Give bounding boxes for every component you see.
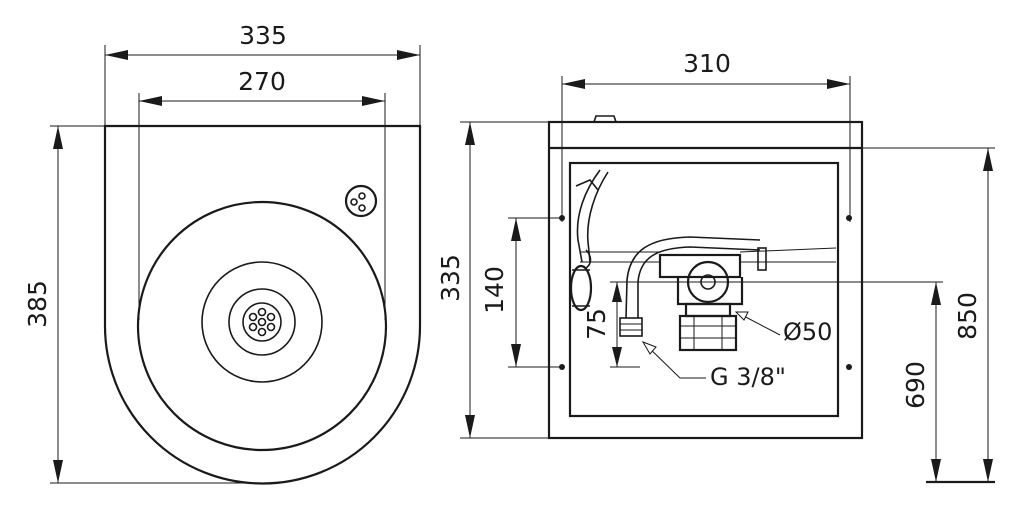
dim-label-top-height: 850 (953, 292, 982, 340)
basin-outline (103, 124, 422, 485)
dim-overall-depth: 385 (23, 125, 262, 484)
drain-trap (658, 253, 744, 352)
drain-center (242, 302, 282, 342)
dim-overall-width: 335 (104, 21, 421, 126)
dim-label-overall-width: 335 (239, 21, 287, 50)
solenoid-assembly (569, 169, 609, 312)
push-button (344, 184, 378, 218)
top-knob (593, 115, 617, 123)
dim-label-width: 310 (683, 49, 731, 78)
dim-label-outlet-offset: 75 (582, 308, 611, 340)
dim-label-fixing-spacing: 140 (480, 266, 509, 314)
bowl-inner (201, 261, 323, 383)
leader-drain-diameter: Ø50 (734, 311, 832, 346)
side-view: 310 335 140 75 (436, 49, 995, 484)
dim-label-outlet-height: 690 (901, 361, 930, 409)
dim-top-height: 850 (862, 147, 995, 482)
label-drain-diameter: Ø50 (783, 318, 832, 346)
leader-water-connection: G 3/8" (641, 341, 786, 391)
dim-bowl-width: 270 (138, 67, 386, 320)
dim-fixing-spacing: 140 (480, 217, 562, 368)
flexible-hose (619, 236, 767, 337)
label-water-connection: G 3/8" (710, 363, 786, 391)
dim-width: 310 (561, 49, 851, 222)
dim-outlet-height: 690 (628, 281, 943, 482)
dim-label-bowl-width: 270 (238, 67, 286, 96)
dim-label-height: 335 (436, 254, 465, 302)
dim-outlet-offset: 75 (582, 281, 640, 368)
dim-label-overall-depth: 385 (23, 280, 52, 328)
bowl-outer (136, 200, 388, 452)
cabinet-outer (547, 120, 864, 440)
front-view: 335 270 385 (23, 21, 422, 485)
drain-holes (248, 307, 276, 337)
drain-ring (228, 288, 296, 356)
dim-height: 335 (436, 121, 549, 439)
